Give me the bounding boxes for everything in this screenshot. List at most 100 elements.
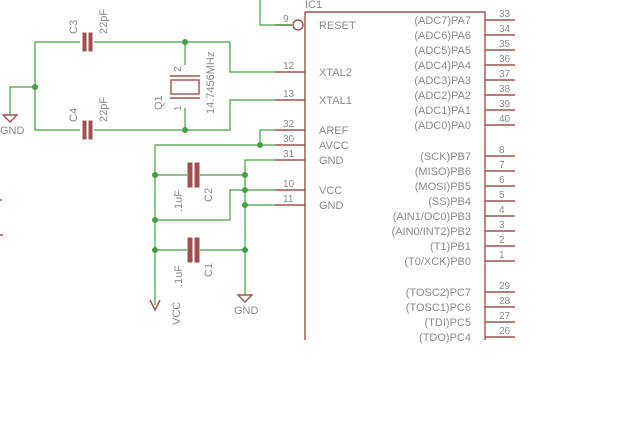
ic-pin-tdopc4: 26(TDO)PC4	[419, 326, 515, 344]
crystal-q1: 2 1 Q1 14.7456MHz	[153, 52, 217, 114]
pin-number: 10	[283, 179, 295, 190]
c3-value: 22pF	[98, 9, 110, 34]
ic-right-pins: 33(ADC7)PA734(ADC6)PA635(ADC5)PA536(ADC4…	[392, 9, 515, 344]
pin-number: 40	[499, 114, 511, 125]
ic-pin-misopb6: 7(MISO)PB6	[415, 160, 515, 178]
pin-number: 34	[499, 24, 511, 35]
pin-label: (TOSC1)PC6	[406, 302, 471, 314]
capacitor-c3: C3 22pF	[68, 9, 110, 52]
pin-label: (TDO)PC4	[419, 332, 471, 344]
ic-pin-adc0pa0: 40 (ADC0)PA0	[414, 114, 515, 132]
pin-number: 8	[499, 145, 505, 156]
wire-c4	[34, 42, 186, 131]
pin-label: (T1)PB1	[430, 241, 471, 253]
c1-name: C1	[203, 263, 215, 277]
ic-pin-sckpb7: 8 (SCK)PB7	[420, 145, 515, 163]
pin-number: 5	[499, 190, 505, 201]
junction	[32, 84, 38, 90]
pin-label: VCC	[319, 185, 342, 197]
vcc-bottom-label: VCC	[171, 302, 183, 325]
pin-number: 12	[283, 61, 295, 72]
ic-left-pins: 9RESET12XTAL213XTAL132AREF30AVCC31GND10V…	[275, 14, 356, 212]
pin-label: (T0/XCK)PB0	[404, 256, 471, 268]
pin-number: 30	[283, 134, 295, 145]
gnd-symbol-left: GND	[0, 114, 25, 137]
c3-name: C3	[68, 20, 80, 34]
ic-pin-ain1oc0pb3: 4 (AIN1/OC0)PB3	[393, 205, 515, 223]
pin-label: (ADC3)PA3	[414, 75, 471, 87]
pin-number: 7	[499, 160, 505, 171]
ic-pin-adc5pa5: 35(ADC5)PA5	[414, 39, 515, 57]
junction	[257, 142, 263, 148]
pin-label: (ADC1)PA1	[414, 105, 471, 117]
ic-pin-t1pb1: 2(T1)PB1	[430, 235, 515, 253]
ic-name: IC1	[305, 0, 322, 11]
pin-label: (AIN1/OC0)PB3	[393, 211, 471, 223]
pin-label: (MOSI)PB5	[415, 181, 471, 193]
pin-label: GND	[319, 155, 344, 167]
gnd-left-label: GND	[0, 125, 25, 137]
pin-label: (TDI)PC5	[425, 317, 471, 329]
pin-label: (ADC6)PA6	[414, 30, 471, 42]
pin-label: AREF	[319, 125, 349, 137]
capacitor-c1: .1uF C1	[173, 237, 215, 287]
pin-label: RESET	[319, 20, 356, 32]
pin-number: 31	[283, 149, 295, 160]
pin-label: (ADC2)PA2	[414, 90, 471, 102]
pin-label: (SS)PB4	[428, 196, 471, 208]
crystal-value: 14.7456MHz	[205, 52, 217, 114]
crystal-pin2: 2	[173, 66, 184, 72]
junction	[152, 247, 158, 253]
ic-pin-adc3pa3: 37 (ADC3)PA3	[414, 69, 515, 87]
gnd-bottom-label: GND	[234, 305, 259, 317]
wire-c3	[35, 41, 186, 65]
capacitor-c2: .1uF C2	[173, 162, 215, 212]
c1-value: .1uF	[173, 265, 185, 287]
pin-label: XTAL1	[319, 95, 352, 107]
pin-number: 4	[499, 205, 505, 216]
ic-pin-mosipb5: 6 (MOSI)PB5	[415, 175, 515, 193]
c2-name: C2	[203, 188, 215, 202]
wire-gnd-left	[9, 86, 35, 115]
pin-label: (SCK)PB7	[420, 151, 471, 163]
pin-label: (AIN0/INT2)PB2	[392, 226, 471, 238]
pin-number: 28	[499, 296, 511, 307]
pin-number: 29	[499, 281, 511, 292]
ic1: IC1 9RESET12XTAL213XTAL132AREF30AVCC31GN…	[275, 0, 515, 344]
pin-label: (ADC7)PA7	[414, 15, 471, 27]
ic-pin-sspb4: 5 (SS)PB4	[428, 190, 515, 208]
c4-value: 22pF	[98, 97, 110, 122]
junction	[242, 172, 248, 178]
pin-label: XTAL2	[319, 67, 352, 79]
pin-number: 9	[283, 14, 289, 25]
pin-number: 39	[499, 99, 511, 110]
ic-pin-adc1pa1: 39 (ADC1)PA1	[414, 99, 515, 117]
wire-vcc10	[155, 189, 275, 221]
pin-number: 37	[499, 69, 511, 80]
junction	[182, 127, 188, 133]
wire-xtal1	[185, 99, 275, 131]
pin-number: 36	[499, 54, 511, 65]
capacitor-c4: C4 22pF	[68, 97, 110, 140]
c4-name: C4	[68, 108, 80, 122]
pin-number: 6	[499, 175, 505, 186]
junction	[152, 217, 158, 223]
pin-number: 1	[499, 250, 505, 261]
pin-label: (ADC0)PA0	[414, 120, 471, 132]
crystal-name: Q1	[153, 95, 165, 110]
junction	[242, 187, 248, 193]
pin-label: GND	[319, 200, 344, 212]
pin-label: AVCC	[319, 140, 349, 152]
ic-pin-ain0int2pb2: 3 (AIN0/INT2)PB2	[392, 220, 515, 238]
pin-label: (ADC4)PA4	[414, 60, 471, 72]
gnd-symbol-bottom: GND	[234, 294, 259, 317]
wire-xtal2	[185, 41, 275, 73]
pin-number: 3	[499, 220, 505, 231]
ic-pin-adc7pa7: 33(ADC7)PA7	[414, 9, 515, 27]
